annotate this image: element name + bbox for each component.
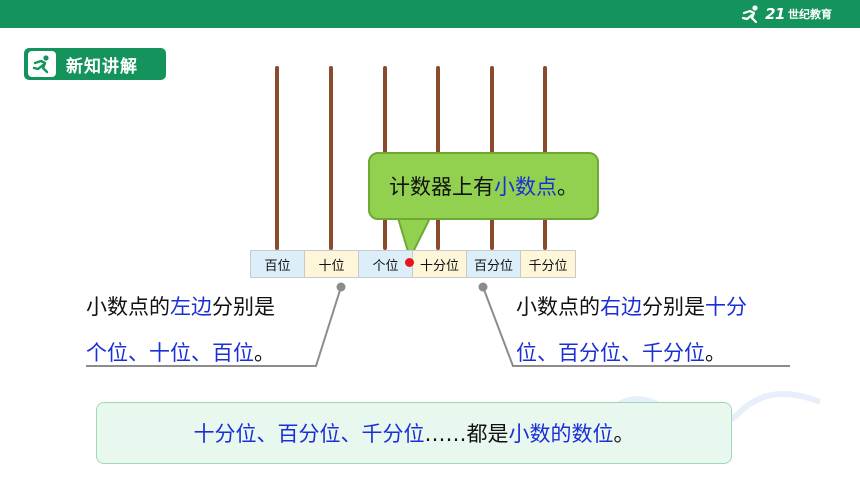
right-note-highlight: 十分 <box>705 295 747 319</box>
left-note-text: 。 <box>254 341 275 365</box>
summary-text: ……都是 <box>424 422 509 446</box>
section-title: 新知讲解 <box>66 56 138 77</box>
place-cell-tens: 十位 <box>305 251 359 277</box>
place-cell-thousandths: 千分位 <box>521 251 575 277</box>
runner-icon <box>28 51 56 77</box>
top-bar: 21 世纪教育 <box>0 0 860 28</box>
left-note-highlight: 个位、十位、百位 <box>86 341 254 365</box>
abacus-rod <box>329 66 333 250</box>
callout-bubble: 计数器上有小数点。 <box>368 152 599 220</box>
runner-icon <box>742 5 758 24</box>
summary-text: 。 <box>613 422 635 446</box>
decimal-point-dot <box>405 258 414 267</box>
place-cell-hundredths: 百分位 <box>467 251 521 277</box>
left-note-text: 小数点的 <box>86 295 170 319</box>
callout-highlight: 小数点 <box>494 175 557 199</box>
summary-highlight: 十分位、百分位、千分位 <box>193 422 425 446</box>
right-note-highlight: 右边 <box>600 295 642 319</box>
section-badge: 新知讲解 <box>24 48 166 80</box>
logo-brand-text: 21 <box>765 5 785 23</box>
brand-logo: 21 世纪教育 <box>740 3 832 25</box>
right-note-line1: 小数点的右边分别是十分 <box>516 284 806 330</box>
abacus-rod <box>275 66 279 250</box>
callout-tail <box>396 218 432 260</box>
logo-sub-text: 世纪教育 <box>788 8 832 21</box>
right-note: 小数点的右边分别是十分 位、百分位、千分位。 <box>516 284 806 376</box>
left-note-highlight: 左边 <box>170 295 212 319</box>
left-note: 小数点的左边分别是 个位、十位、百位。 <box>86 284 336 376</box>
place-value-board: 百位 十位 个位 十分位 百分位 千分位 <box>250 250 576 278</box>
place-cell-tenths: 十分位 <box>413 251 467 277</box>
left-note-line1: 小数点的左边分别是 <box>86 284 336 330</box>
place-cell-hundreds: 百位 <box>251 251 305 277</box>
summary-highlight: 小数的数位 <box>508 422 614 446</box>
callout-suffix: 。 <box>557 175 578 199</box>
left-note-text: 分别是 <box>212 295 275 319</box>
summary-box: 十分位、百分位、千分位……都是小数的数位。 <box>96 402 732 464</box>
right-note-line2: 位、百分位、千分位。 <box>516 330 806 376</box>
left-note-line2: 个位、十位、百位。 <box>86 330 336 376</box>
right-note-text: 小数点的 <box>516 295 600 319</box>
right-note-highlight: 位、百分位、千分位 <box>516 341 705 365</box>
right-note-text: 分别是 <box>642 295 705 319</box>
right-note-text: 。 <box>705 341 726 365</box>
callout-prefix: 计数器上有 <box>389 175 494 199</box>
